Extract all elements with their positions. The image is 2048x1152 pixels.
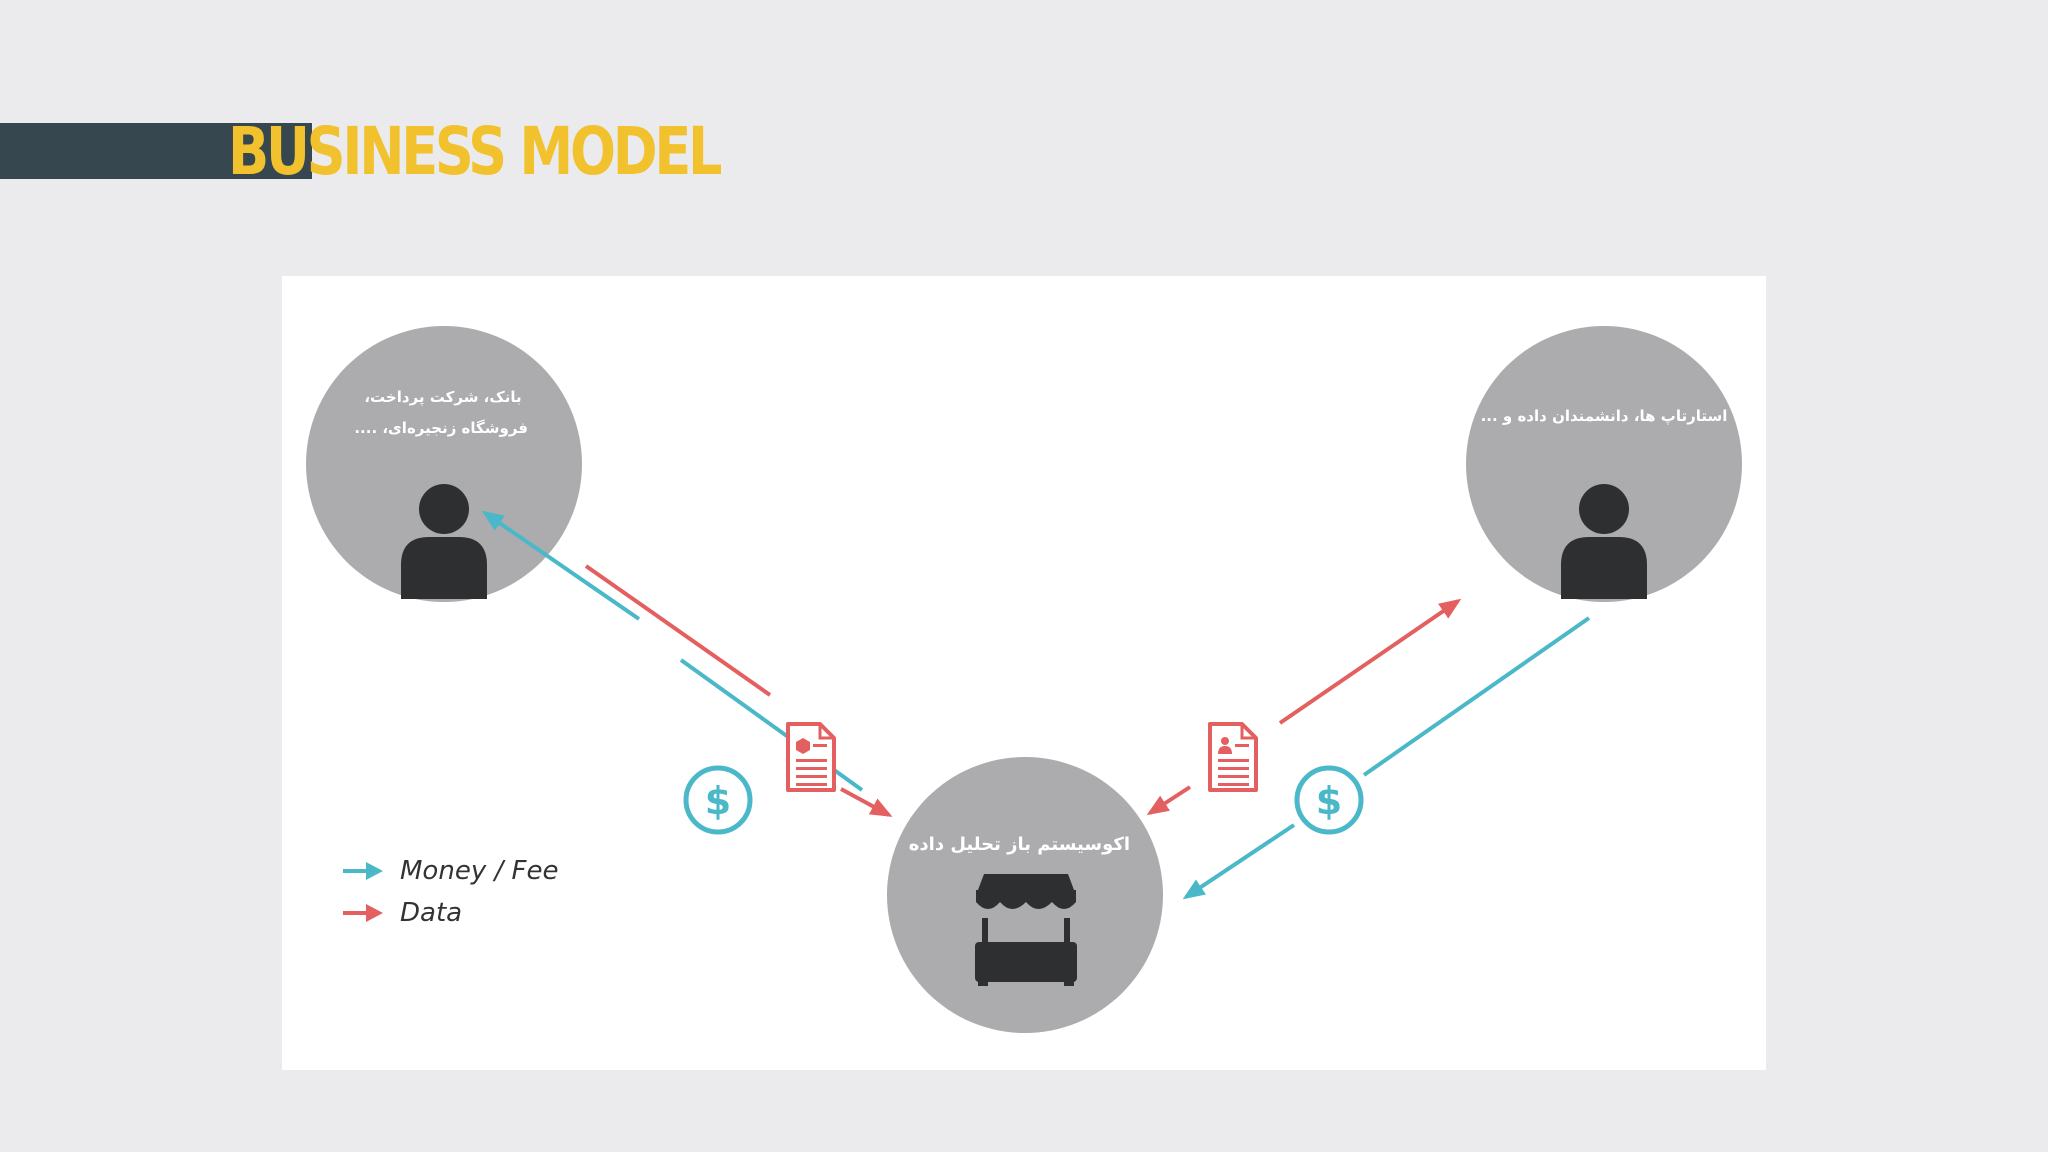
- legend-label-data: Data: [400, 898, 463, 928]
- legend-item-money: Money / Fee: [342, 850, 558, 892]
- left-node-label: بانک، شرکت پرداخت، فروشگاه زنجیره‌ای، ..…: [354, 382, 528, 444]
- data-arrow-line: [1146, 785, 1192, 816]
- right-node-label: استارتاپ ها، دانشمندان داده و ...: [1480, 407, 1728, 425]
- legend: Money / Fee Data: [342, 850, 558, 934]
- data-arrow-line: [1278, 598, 1462, 725]
- user-icon: [1561, 484, 1647, 599]
- data-arrow-icon: [343, 904, 383, 922]
- money-arrow-line: [481, 510, 641, 621]
- money-arrow-line: [1362, 616, 1591, 777]
- market-stall-icon: [975, 874, 1077, 986]
- money-arrow-line: [1182, 823, 1296, 900]
- legend-label-money: Money / Fee: [400, 856, 559, 886]
- data-arrow-line: [840, 787, 893, 817]
- business-model-diagram: $ $: [306, 326, 1742, 1033]
- center-node-label: اکوسیستم باز تحلیل داده: [908, 834, 1130, 855]
- svg-text:$: $: [1316, 779, 1342, 823]
- dollar-icon: $: [1294, 765, 1364, 835]
- data-arrow-line: [584, 564, 772, 697]
- money-arrow-icon: [343, 862, 383, 880]
- diagram-panel: $ $ با: [282, 276, 1766, 1070]
- legend-item-data: Data: [342, 892, 558, 934]
- right-node-circle: [1466, 326, 1742, 602]
- title-accent-bar: [0, 123, 312, 179]
- document-icon: [1208, 722, 1258, 792]
- left-node-label-line1: بانک، شرکت پرداخت،: [364, 388, 522, 406]
- svg-text:$: $: [705, 779, 731, 823]
- left-node-label-line2: فروشگاه زنجیره‌ای، ....: [354, 419, 528, 437]
- dollar-icon: $: [683, 765, 753, 835]
- slide-title: BUSINESS MODEL: [228, 113, 723, 190]
- user-icon: [401, 484, 487, 599]
- document-icon: [786, 722, 836, 792]
